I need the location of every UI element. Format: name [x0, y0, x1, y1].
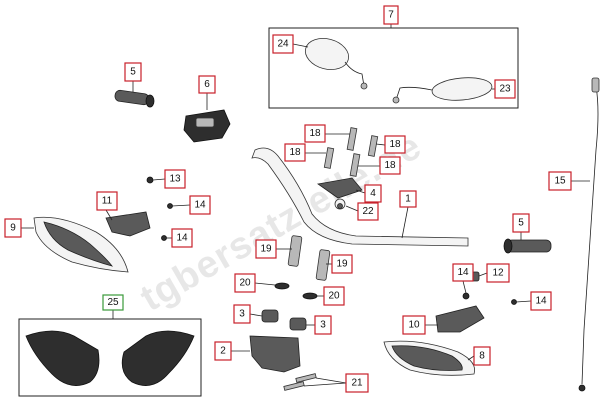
svg-text:25: 25 [107, 297, 119, 308]
riser-bracket [249, 335, 301, 373]
svg-text:15: 15 [554, 176, 566, 187]
callout-25: 25 [102, 294, 124, 311]
callout-10: 10 [402, 315, 426, 335]
callout-20-a: 20 [234, 273, 256, 293]
callout-19-a: 19 [255, 239, 277, 259]
svg-text:3: 3 [320, 320, 326, 331]
callout-19-b: 19 [331, 254, 353, 274]
left-switch-unit [183, 109, 231, 143]
svg-text:7: 7 [388, 10, 394, 21]
bracket-bolts [283, 373, 317, 391]
right-guard-bracket [435, 271, 517, 333]
left-mirror [304, 38, 368, 90]
watermark-text: tgbersatzteile.de [134, 125, 429, 320]
svg-text:14: 14 [535, 296, 547, 307]
callout-12: 12 [486, 263, 510, 283]
washers [274, 282, 318, 300]
callout-18-b: 18 [284, 143, 306, 162]
svg-text:8: 8 [479, 351, 485, 362]
svg-text:6: 6 [204, 79, 210, 90]
risers [287, 235, 331, 281]
svg-text:4: 4 [370, 188, 376, 199]
svg-text:20: 20 [328, 291, 340, 302]
callout-3-a: 3 [233, 304, 251, 324]
callout-24: 24 [272, 34, 294, 54]
hand-guard-cover-inset [18, 318, 202, 397]
svg-text:2: 2 [220, 346, 226, 357]
hand-guard-cover-right [121, 330, 195, 386]
callout-20-b: 20 [323, 286, 345, 306]
svg-text:23: 23 [499, 84, 511, 95]
svg-text:5: 5 [130, 67, 136, 78]
callout-4: 4 [364, 184, 382, 203]
callout-7: 7 [383, 5, 399, 25]
callout-15: 15 [548, 171, 572, 191]
right-hand-guard [383, 340, 476, 376]
left-guard-bracket [105, 176, 173, 241]
callout-9: 9 [4, 218, 22, 238]
svg-text:14: 14 [457, 267, 469, 278]
svg-text:13: 13 [169, 174, 181, 185]
svg-text:18: 18 [384, 160, 396, 171]
callout-18-c: 18 [384, 135, 406, 154]
callout-5-right: 5 [512, 213, 530, 233]
clamp-bolts [323, 127, 379, 177]
mirror-group-frame [268, 27, 519, 109]
svg-text:1: 1 [405, 194, 411, 205]
callout-18-a: 18 [304, 124, 326, 143]
svg-text:3: 3 [239, 309, 245, 320]
callout-6: 6 [198, 75, 216, 94]
callout-21: 21 [345, 373, 369, 393]
svg-text:11: 11 [102, 196, 113, 207]
left-hand-guard [33, 216, 129, 273]
callout-13: 13 [164, 169, 186, 189]
callout-11: 11 [96, 191, 118, 211]
callout-1: 1 [399, 190, 417, 208]
callout-2: 2 [214, 341, 232, 361]
svg-text:22: 22 [362, 206, 374, 217]
callout-14-c: 14 [452, 263, 474, 282]
svg-text:21: 21 [351, 378, 363, 389]
right-mirror [392, 77, 493, 104]
callout-5-left: 5 [124, 62, 142, 82]
callout-14-a: 14 [189, 195, 211, 215]
callout-22: 22 [357, 202, 379, 221]
svg-text:18: 18 [309, 128, 321, 139]
leader-lines [21, 24, 590, 387]
upper-clamp [316, 177, 363, 210]
svg-text:19: 19 [260, 244, 272, 255]
callout-23: 23 [494, 79, 516, 99]
left-grip [114, 89, 155, 108]
svg-text:18: 18 [389, 139, 401, 150]
svg-text:10: 10 [408, 320, 420, 331]
svg-text:18: 18 [289, 147, 301, 158]
svg-text:14: 14 [194, 200, 206, 211]
handlebar [251, 147, 469, 247]
svg-text:20: 20 [239, 278, 251, 289]
svg-text:5: 5 [518, 218, 524, 229]
right-grip [503, 238, 552, 254]
svg-text:24: 24 [277, 39, 289, 50]
callout-3-b: 3 [314, 315, 332, 335]
callout-8: 8 [473, 346, 491, 366]
callout-14-b: 14 [171, 228, 193, 248]
svg-text:14: 14 [176, 233, 188, 244]
callout-18-d: 18 [379, 156, 401, 175]
svg-text:12: 12 [492, 268, 504, 279]
hand-guard-cover-left [25, 330, 100, 386]
svg-text:9: 9 [10, 223, 16, 234]
svg-text:19: 19 [336, 259, 348, 270]
callout-14-d: 14 [530, 291, 552, 311]
bushings [261, 309, 307, 331]
throttle-cable [578, 77, 600, 392]
